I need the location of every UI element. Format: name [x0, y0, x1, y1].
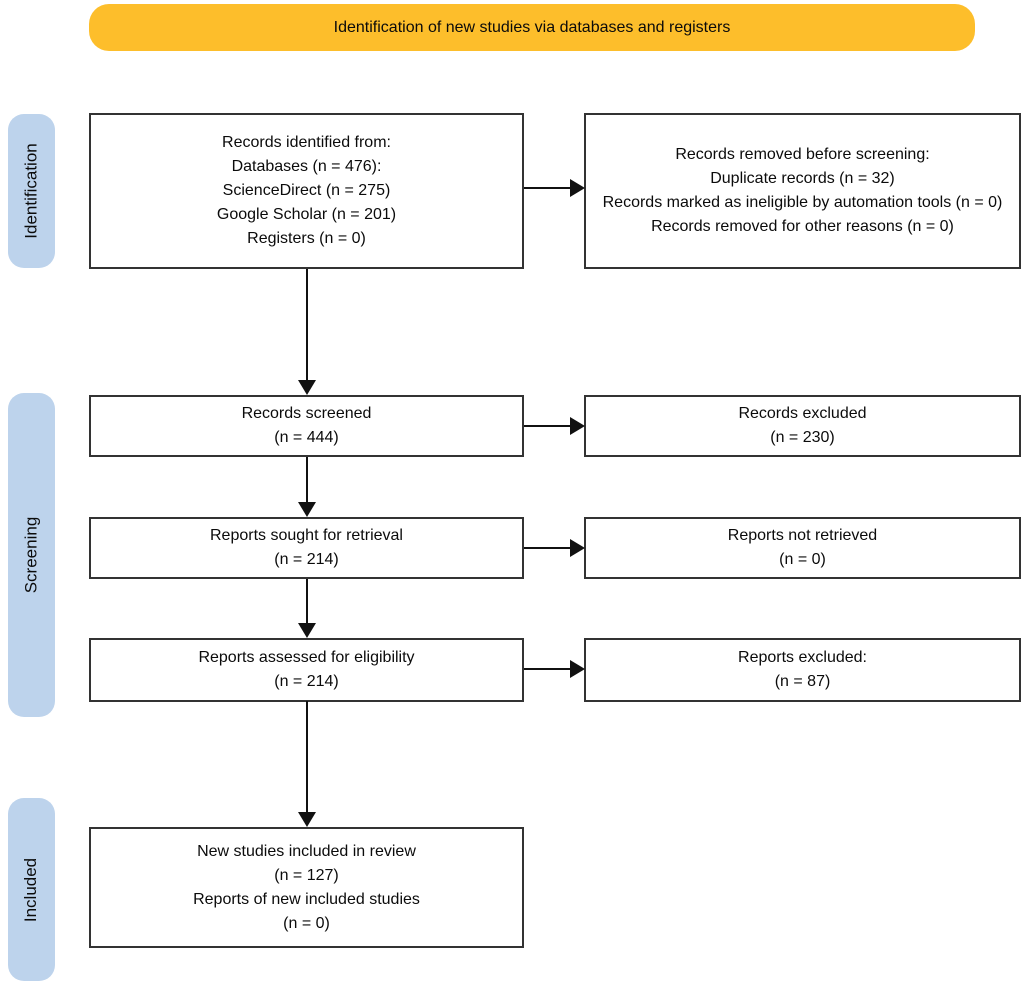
arrow-right-icon [570, 179, 585, 197]
box-records-screened: Records screened (n = 444) [89, 395, 524, 457]
stage-screening-label: Screening [21, 516, 41, 594]
stage-tab-included: Included [8, 798, 55, 981]
arrow-screened-to-sought-line [306, 457, 308, 505]
stage-included-label: Included [21, 857, 41, 922]
banner: Identification of new studies via databa… [89, 4, 975, 51]
arrow-down-icon [298, 623, 316, 638]
box-records-removed: Records removed before screening: Duplic… [584, 113, 1021, 269]
box-records-identified: Records identified from: Databases (n = … [89, 113, 524, 269]
arrow-assessed-to-reportsexcluded-line [524, 668, 572, 670]
box-reports-sought-text: Reports sought for retrieval (n = 214) [210, 527, 403, 568]
arrow-sought-to-notretrieved-line [524, 547, 572, 549]
arrow-assessed-to-included-line [306, 701, 308, 815]
arrow-down-icon [298, 502, 316, 517]
box-reports-not-retrieved-text: Reports not retrieved (n = 0) [727, 527, 878, 568]
stage-identification-label: Identification [21, 143, 41, 239]
box-reports-not-retrieved: Reports not retrieved (n = 0) [584, 517, 1021, 579]
arrow-identified-to-removed-line [524, 187, 572, 189]
stage-tab-identification: Identification [8, 114, 55, 268]
box-records-excluded: Records excluded (n = 230) [584, 395, 1021, 457]
box-reports-excluded-text: Reports excluded: (n = 87) [738, 649, 867, 690]
box-records-removed-text: Records removed before screening: Duplic… [602, 146, 1003, 235]
box-studies-included: New studies included in review (n = 127)… [89, 827, 524, 948]
box-records-excluded-text: Records excluded (n = 230) [738, 405, 867, 446]
banner-label: Identification of new studies via databa… [333, 18, 731, 36]
arrow-screened-to-excluded-line [524, 425, 572, 427]
arrow-right-icon [570, 417, 585, 435]
box-reports-assessed: Reports assessed for eligibility (n = 21… [89, 638, 524, 702]
arrow-identified-to-screened-line [306, 269, 308, 382]
stage-tab-screening: Screening [8, 393, 55, 717]
box-records-identified-text: Records identified from: Databases (n = … [216, 134, 397, 247]
arrow-right-icon [570, 660, 585, 678]
box-reports-excluded: Reports excluded: (n = 87) [584, 638, 1021, 702]
box-reports-assessed-text: Reports assessed for eligibility (n = 21… [198, 649, 415, 690]
box-records-screened-text: Records screened (n = 444) [241, 405, 372, 446]
arrow-right-icon [570, 539, 585, 557]
arrow-down-icon [298, 380, 316, 395]
box-reports-sought: Reports sought for retrieval (n = 214) [89, 517, 524, 579]
box-studies-included-text: New studies included in review (n = 127)… [193, 842, 420, 932]
arrow-down-icon [298, 812, 316, 827]
arrow-sought-to-assessed-line [306, 579, 308, 626]
